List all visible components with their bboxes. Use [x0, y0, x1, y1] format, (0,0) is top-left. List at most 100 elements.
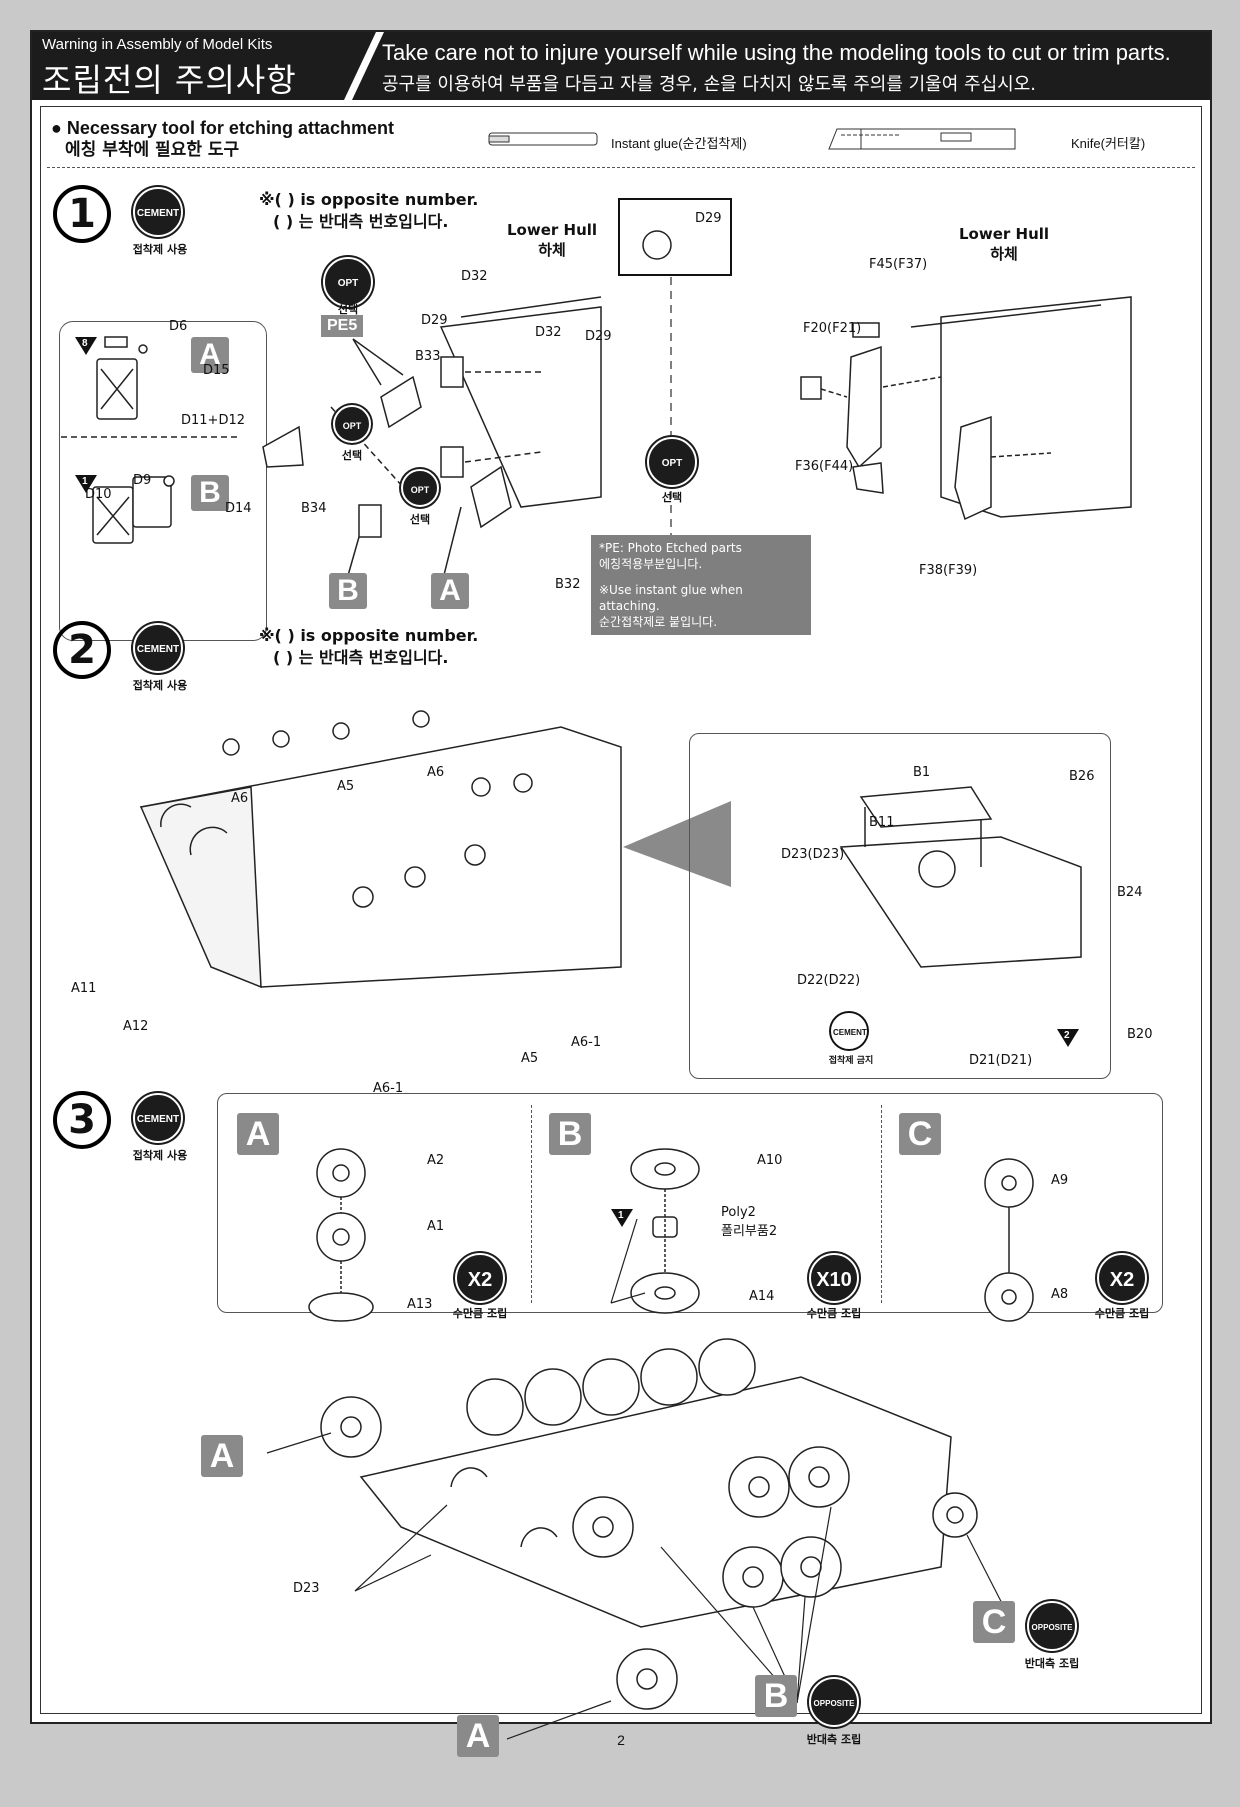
x2-badge-c: X2: [1097, 1253, 1147, 1303]
knife-label: Knife(커터칼): [1071, 136, 1146, 151]
no-cement-icon: CEMENT: [831, 1013, 867, 1049]
tri-1-text: 1: [82, 476, 88, 487]
step-3-parts-box: [217, 1093, 1163, 1313]
part-Poly2-en: Poly2: [721, 1205, 756, 1220]
assembly-c-marker: C: [973, 1601, 1015, 1643]
part-A13: A13: [407, 1297, 433, 1312]
part-D11D12: D11+D12: [181, 413, 245, 428]
step-3-number: 3: [53, 1091, 111, 1149]
opt-caption-4: 선택: [661, 491, 683, 504]
cement-caption: 접착제 사용: [132, 243, 188, 256]
opt-caption-3: 선택: [409, 513, 431, 526]
part-D32-b: D32: [535, 325, 562, 340]
header-warning: Warning in Assembly of Model Kits 조립전의 주…: [42, 36, 362, 101]
part-B32: B32: [555, 577, 581, 592]
step3-c-label: C: [899, 1113, 941, 1155]
cement-caption-3: 접착제 사용: [132, 1149, 188, 1162]
part-A10: A10: [757, 1153, 783, 1168]
triangle-8: 8: [75, 337, 97, 355]
part-A6-b: A6: [427, 765, 445, 780]
part-F20: F20(F21): [803, 321, 862, 336]
part-Poly2: Poly2 폴리부품2: [721, 1205, 777, 1239]
warning-header: Warning in Assembly of Model Kits 조립전의 주…: [32, 32, 1210, 100]
opposite-note-2: ※( ) is opposite number. ( ) 는 반대측 번호입니다…: [259, 625, 478, 669]
triangle-1-step3: 1: [611, 1209, 633, 1227]
step-2-number: 2: [53, 621, 111, 679]
no-cement-caption: 접착제 금지: [828, 1056, 874, 1066]
step3-b-label: B: [549, 1113, 591, 1155]
opposite-note-2-kr: ( ) 는 반대측 번호입니다.: [273, 648, 449, 667]
page-frame: Warning in Assembly of Model Kits 조립전의 주…: [30, 30, 1212, 1757]
lower-hull-label-2: Lower Hull 하체: [959, 225, 1049, 264]
sub-a-label: A: [191, 337, 229, 373]
triangle-2: 2: [1057, 1029, 1079, 1047]
pe-note-1: *PE: Photo Etched parts: [599, 541, 742, 555]
x10-badge: X10: [809, 1253, 859, 1303]
opposite-note: ※( ) is opposite number. ( ) 는 반대측 번호입니다…: [259, 189, 478, 233]
opposite-badge-b: OPPOSITE: [809, 1677, 859, 1727]
opt-caption-1: 선택: [337, 303, 359, 316]
assembly-b-marker: B: [755, 1675, 797, 1717]
part-D22: D22(D22): [797, 973, 861, 988]
header-caution: Take care not to injure yourself while u…: [382, 40, 1200, 96]
header-slash: [344, 32, 384, 100]
step-3-divider-2: [881, 1105, 882, 1303]
part-F38: F38(F39): [919, 563, 978, 578]
cement-badge-2: CEMENT: [133, 623, 183, 673]
part-A6-a: A6: [231, 791, 249, 806]
opt-badge-2: OPT: [333, 405, 371, 443]
part-A6-1-a: A6-1: [373, 1081, 404, 1096]
tools-title-kr: 에칭 부착에 필요한 도구: [65, 140, 240, 160]
part-B11: B11: [869, 815, 895, 830]
part-A5-a: A5: [337, 779, 355, 794]
part-Poly2-kr: 폴리부품2: [721, 1224, 778, 1239]
lower-hull-kr-2: 하체: [990, 245, 1018, 263]
assembly-a-marker-2: A: [457, 1715, 499, 1757]
pe-note: *PE: Photo Etched parts 에칭적용부분입니다. ※Use …: [591, 535, 811, 635]
part-A8: A8: [1051, 1287, 1069, 1302]
step1-b-marker: B: [329, 573, 367, 609]
step1-a-marker: A: [431, 573, 469, 609]
tools-title-en: ● Necessary tool for etching attachment: [51, 118, 394, 138]
step-3-divider-1: [531, 1105, 532, 1303]
part-D29-b: D29: [585, 329, 612, 344]
step-2-drawing: [139, 710, 1082, 989]
part-D6: D6: [169, 319, 188, 334]
part-F36: F36(F44): [795, 459, 854, 474]
opt-caption-2: 선택: [341, 449, 363, 462]
part-D29-a: D29: [421, 313, 448, 328]
part-B1: B1: [913, 765, 931, 780]
opt-badge-3: OPT: [401, 469, 439, 507]
sub-b-label: B: [191, 475, 229, 511]
part-A6-1-b: A6-1: [571, 1035, 602, 1050]
part-D10: D10: [85, 487, 112, 502]
part-B24: B24: [1117, 885, 1143, 900]
warning-en: Warning in Assembly of Model Kits: [42, 36, 273, 53]
cement-badge-3: CEMENT: [133, 1093, 183, 1143]
cement-caption-2: 접착제 사용: [132, 679, 188, 692]
part-B34: B34: [301, 501, 327, 516]
part-D21: D21(D21): [969, 1053, 1033, 1068]
step-3-drawing: [266, 1148, 1034, 1740]
lower-hull-en-1: Lower Hull: [507, 221, 598, 239]
zoom-detail-box: [689, 733, 1111, 1079]
part-B33: B33: [415, 349, 441, 364]
opt-badge-1: OPT: [323, 257, 373, 307]
pe5-label: PE5: [321, 315, 364, 337]
part-D9: D9: [133, 473, 152, 488]
part-D23-zoom: D23(D23): [781, 847, 845, 862]
part-D15: D15: [203, 363, 230, 378]
x2-caption-a: 수만큼 조립: [452, 1307, 508, 1320]
tri-8-text: 8: [82, 338, 88, 349]
tools-divider: [47, 167, 1195, 168]
opposite-note-2-en: ※( ) is opposite number.: [259, 626, 479, 645]
part-D23: D23: [293, 1581, 320, 1596]
part-A11: A11: [71, 981, 97, 996]
knife-icon: [828, 128, 1016, 150]
x2-caption-c: 수만큼 조립: [1094, 1307, 1150, 1320]
glue-label: Instant glue(순간접착제): [611, 136, 747, 151]
part-A9: A9: [1051, 1173, 1069, 1188]
x2-badge-a: X2: [455, 1253, 505, 1303]
warning-kr: 조립전의 주의사항: [42, 61, 297, 99]
x10-caption: 수만큼 조립: [806, 1307, 862, 1320]
